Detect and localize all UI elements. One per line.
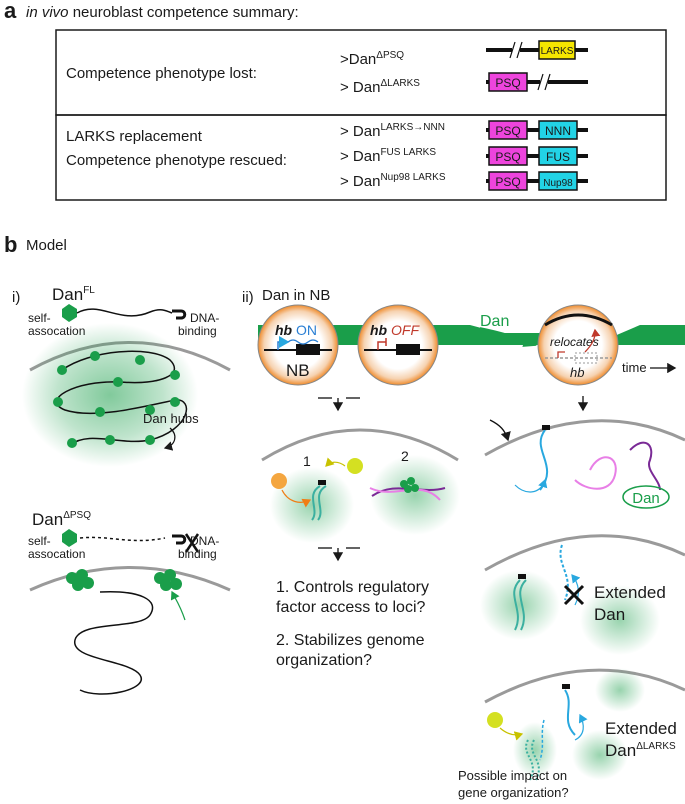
assoc-label-2: assocation [28, 547, 85, 561]
glow-1 [270, 467, 354, 543]
nuclear-envelope-r3 [484, 668, 685, 704]
hb-off-gene: hb [370, 322, 388, 338]
dan-hubs-label: Dan hubs [143, 411, 199, 426]
q2-line1: 2. Stabilizes genome [276, 632, 425, 649]
hb-on-state: ON [296, 322, 317, 338]
domain-nnn: NNN [545, 124, 571, 138]
domain-psq: PSQ [495, 76, 520, 90]
nuclear-envelope-i-b [29, 566, 231, 592]
panel-b-letter: b [4, 232, 17, 257]
extended-dan: Dan [594, 605, 625, 624]
svg-text:PSQ: PSQ [495, 175, 520, 189]
dan-level-band-right [605, 325, 685, 345]
chromatin-dpsq [74, 591, 154, 695]
self-assoc-label: self- [28, 311, 51, 325]
construct-nup98-diagram: PSQ Nup98 [486, 171, 588, 191]
dna-label: DNA- [190, 311, 219, 325]
dan-hub-glow [22, 323, 198, 467]
dan-arrow [479, 327, 537, 347]
factor-yellow [347, 458, 363, 474]
nuclear-envelope-r1 [484, 419, 685, 457]
box-competence-rescued [55, 114, 667, 201]
dan-hubs-arrow [163, 427, 176, 451]
svg-text:PSQ: PSQ [495, 150, 520, 164]
num-2: 2 [401, 448, 409, 464]
impact-line1: Possible impact on [458, 768, 567, 783]
construct-dlarks-diagram: PSQ [486, 72, 588, 92]
sub-ii-label: ii) [242, 289, 254, 306]
domain-fus: FUS [546, 150, 570, 164]
phenotype-lost-label: Competence phenotype lost: [66, 65, 257, 82]
bracket-1 [318, 397, 360, 412]
dan-arrow-label: Dan [480, 313, 509, 330]
dpsq-clusters [66, 569, 182, 591]
self-assoc-label-2: self- [28, 534, 51, 548]
bracket-2 [318, 547, 360, 562]
dan-hub-dots [53, 351, 180, 448]
construct-fus: > DanFUS LARKS [340, 147, 436, 165]
binding-label: binding [178, 324, 217, 338]
danfl-label: DanFL [52, 285, 95, 304]
relocates-hb: hb [570, 365, 584, 380]
panel-a-title: in vivo neuroblast competence summary: [26, 4, 299, 21]
q1-line2: factor access to loci? [276, 599, 426, 616]
svg-text:PSQ: PSQ [495, 124, 520, 138]
danfl-molecule [62, 304, 187, 322]
panel-b-title: Model [26, 237, 67, 254]
extended-dan2: DanΔLARKS [605, 741, 676, 760]
dan-oval-label: Dan [632, 490, 660, 507]
relocates-label: relocates [550, 335, 599, 349]
hb-off-state: OFF [391, 322, 420, 338]
cell-relocates [537, 304, 619, 386]
sub-i-label: i) [12, 289, 20, 306]
dpsq-arrow [170, 590, 186, 621]
dan-oval [622, 485, 670, 509]
dandpsq-label: DanΔPSQ [32, 510, 91, 529]
domain-larks: LARKS [541, 46, 574, 57]
dandpsq-molecule [62, 529, 200, 553]
nuclear-envelope-r2 [484, 534, 685, 572]
larks-replacement-label: LARKS replacement [66, 128, 203, 145]
construct-nup98: > DanNup98 LARKS [340, 172, 446, 190]
q2-line2: organization? [276, 652, 372, 669]
dna-label-2: DNA- [190, 534, 219, 548]
dan-in-nb-label: Dan in NB [262, 287, 330, 304]
binding-label-2: binding [178, 547, 217, 561]
nuclear-envelope-ii [261, 428, 459, 462]
panel-a-letter: a [4, 0, 17, 23]
construct-nnn: > DanLARKS→NNN [340, 122, 445, 140]
phenotype-rescued-label: Competence phenotype rescued: [66, 152, 287, 169]
factor-yellow-2 [487, 712, 503, 728]
construct-dlarks: > DanΔLARKS [340, 78, 420, 96]
impact-line2: gene organization? [458, 785, 569, 800]
domain-nup98: Nup98 [543, 178, 573, 189]
time-label: time [622, 360, 647, 375]
factor-orange [271, 473, 287, 489]
glow-2 [370, 455, 460, 535]
construct-fus-diagram: PSQ FUS [486, 146, 588, 166]
extended-1: Extended [594, 583, 666, 602]
hb-on-gene: hb [275, 322, 293, 338]
q1-line1: 1. Controls regulatory [276, 579, 429, 596]
construct-dpsq: >DanΔPSQ [340, 50, 404, 68]
construct-dpsq-diagram: LARKS [486, 40, 588, 60]
extended-2: Extended [605, 719, 677, 738]
nb-label: NB [286, 361, 310, 380]
construct-nnn-diagram: PSQ NNN [486, 120, 588, 140]
num-1: 1 [303, 453, 311, 469]
